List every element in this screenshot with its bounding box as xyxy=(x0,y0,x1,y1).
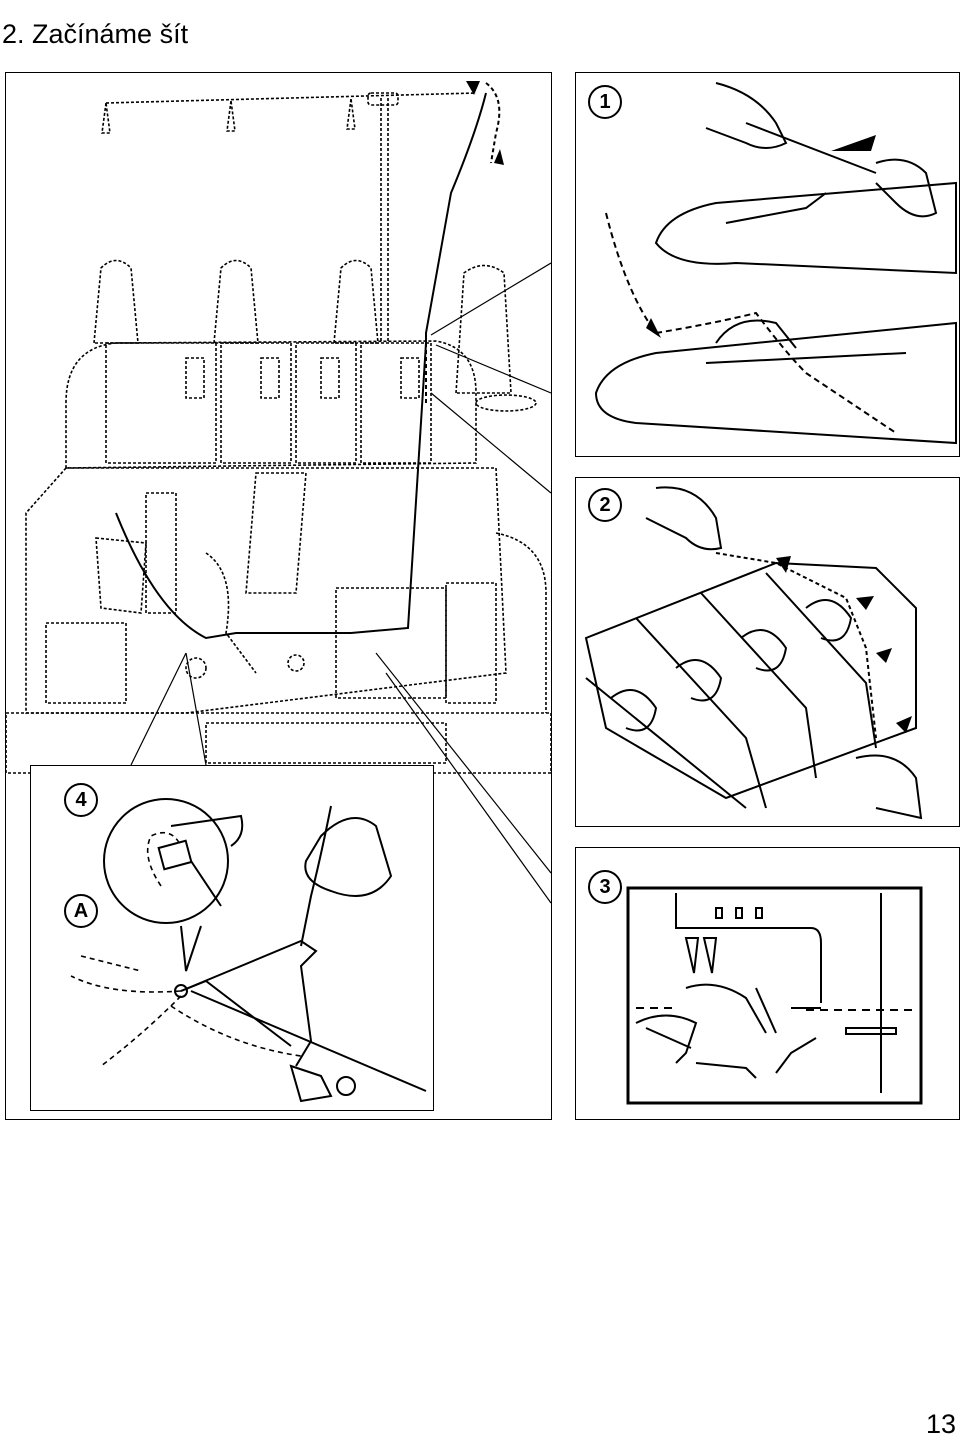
looper-threading-drawing xyxy=(70,798,427,1103)
step-3-badge: 3 xyxy=(588,870,622,904)
step-1-badge: 1 xyxy=(588,85,622,119)
page-title: 2. Začínáme šít xyxy=(2,19,189,50)
step-4-inset: 4 A xyxy=(30,765,434,1111)
step-3-panel: 3 xyxy=(575,847,960,1120)
main-machine-illustration: 4 A xyxy=(5,72,552,1120)
detail-a-badge: A xyxy=(64,894,98,928)
serger-drawing xyxy=(6,81,551,904)
step-4-badge: 4 xyxy=(64,783,98,817)
step-2-panel: 2 xyxy=(575,477,960,827)
step-2-badge: 2 xyxy=(588,488,622,522)
needles-looper-drawing xyxy=(626,886,923,1105)
step-1-panel: 1 xyxy=(575,72,960,457)
page-number: 13 xyxy=(925,1409,956,1439)
tension-dials-drawing xyxy=(584,486,923,820)
thread-guide-drawing xyxy=(594,82,957,445)
